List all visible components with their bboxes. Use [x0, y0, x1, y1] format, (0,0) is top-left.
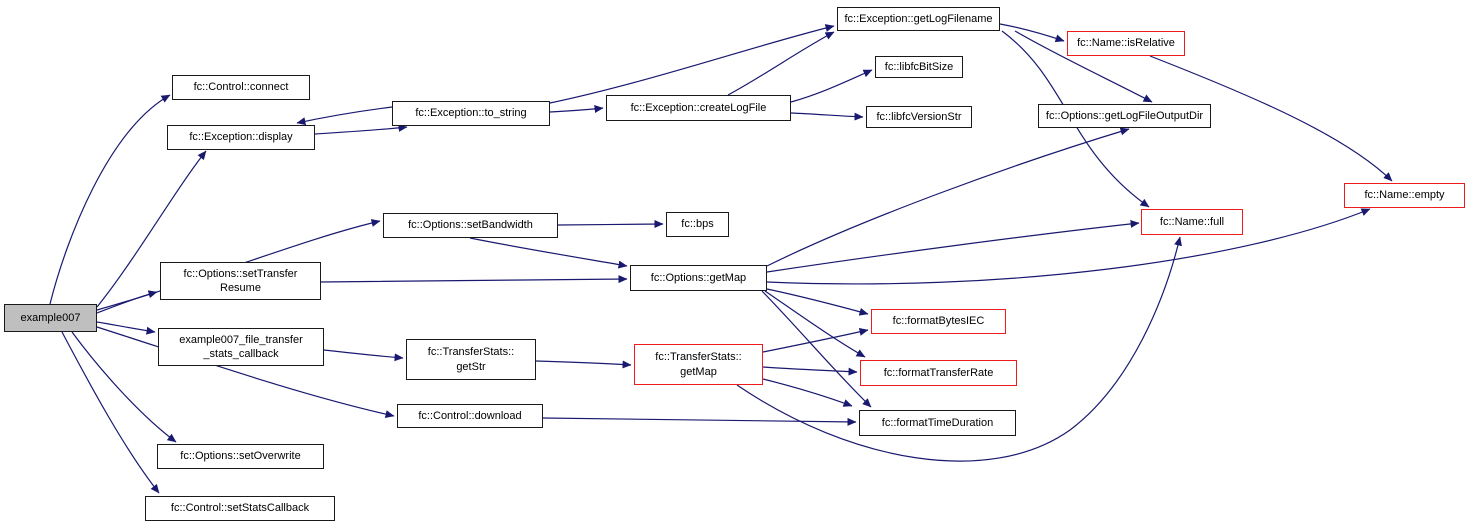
node-fc-exception-display[interactable]: fc::Exception::display — [167, 125, 315, 150]
node-fc-formattransferrate[interactable]: fc::formatTransferRate — [860, 360, 1017, 386]
node-example007-file-transfer-stats-callback[interactable]: example007_file_transfer _stats_callback — [158, 328, 324, 366]
node-fc-name-empty[interactable]: fc::Name::empty — [1344, 183, 1465, 208]
node-fc-libfcversionstr[interactable]: fc::libfcVersionStr — [866, 106, 972, 128]
edge-to-string-getLogFilename — [549, 24, 835, 104]
edge-setBandwidth-bps — [557, 220, 664, 229]
edge-getLogFilename-getLogFileOutputDir — [1014, 30, 1153, 103]
edge-example007-setStatsCallback — [61, 331, 160, 494]
node-fc-options-getlogfileoutputdir[interactable]: fc::Options::getLogFileOutputDir — [1038, 104, 1211, 128]
edge-createLogFile-getLogFilename — [727, 31, 835, 96]
edge-transferstats-getMap-formatTransferRate — [762, 366, 858, 376]
node-fc-options-settransferresume[interactable]: fc::Options::setTransfer Resume — [160, 262, 321, 300]
edge-options-getMap-formatTransferRate — [764, 290, 866, 358]
edge-setBandwidth-options-getMap — [469, 237, 628, 269]
node-fc-options-setbandwidth[interactable]: fc::Options::setBandwidth — [383, 213, 558, 238]
node-fc-options-getmap[interactable]: fc::Options::getMap — [630, 265, 767, 291]
node-fc-name-isrelative[interactable]: fc::Name::isRelative — [1067, 31, 1185, 56]
edge-stats-callback-getStr — [323, 349, 404, 362]
node-fc-formatbytesiec[interactable]: fc::formatBytesIEC — [871, 309, 1006, 334]
edge-example007-connect — [49, 94, 171, 305]
edge-options-getMap-formatTimeDuration — [761, 290, 872, 408]
edge-example007-setOverwrite — [71, 331, 177, 443]
edge-isRelative-empty — [1149, 55, 1393, 182]
node-fc-control-download[interactable]: fc::Control::download — [397, 404, 543, 428]
edge-getLogFilename-isRelative — [999, 23, 1065, 43]
node-fc-exception-to-string[interactable]: fc::Exception::to_string — [392, 101, 550, 126]
node-fc-transferstats-getstr[interactable]: fc::TransferStats:: getStr — [406, 339, 536, 380]
edge-to-string-createLogFile — [549, 105, 604, 113]
node-fc-control-connect[interactable]: fc::Control::connect — [172, 75, 310, 100]
node-fc-libfcbitsize[interactable]: fc::libfcBitSize — [875, 56, 963, 78]
node-fc-exception-createlogfile[interactable]: fc::Exception::createLogFile — [606, 95, 791, 121]
edge-createLogFile-libfcVersionStr — [790, 112, 864, 121]
edge-setTransferResume-options-getMap — [320, 275, 628, 284]
edge-transferstats-getMap-full — [736, 236, 1182, 462]
edge-example007-setTransferResume — [96, 290, 158, 314]
edge-transferstats-getMap-formatBytesIEC — [762, 327, 869, 353]
edge-options-getMap-formatBytesIEC — [766, 288, 869, 316]
node-fc-options-setoverwrite[interactable]: fc::Options::setOverwrite — [157, 444, 324, 469]
edge-options-getMap-getLogFileOutputDir — [766, 127, 1130, 267]
node-fc-name-full[interactable]: fc::Name::full — [1141, 209, 1243, 235]
edge-example007-display — [96, 150, 207, 308]
edge-createLogFile-libfcBitSize — [790, 69, 873, 103]
node-example007: example007 — [4, 304, 97, 332]
edge-display-to-string — [314, 123, 408, 135]
node-fc-transferstats-getmap[interactable]: fc::TransferStats:: getMap — [634, 344, 763, 385]
edge-download-formatTimeDuration — [542, 417, 857, 426]
edge-to-string-display — [296, 106, 393, 126]
edge-options-getMap-full — [766, 219, 1140, 273]
edge-transferstats-getMap-formatTimeDuration — [762, 378, 853, 407]
node-fc-formattimeduration[interactable]: fc::formatTimeDuration — [859, 410, 1016, 436]
edge-example007-stats-callback — [96, 321, 156, 335]
edge-options-getMap-empty — [766, 208, 1371, 285]
edge-getStr-transferstats-getMap — [535, 360, 632, 369]
node-fc-exception-getlogfilename[interactable]: fc::Exception::getLogFilename — [837, 7, 1000, 31]
node-fc-bps[interactable]: fc::bps — [666, 212, 729, 237]
node-fc-control-setstatscallback[interactable]: fc::Control::setStatsCallback — [145, 496, 335, 521]
edge-example007-download — [96, 326, 395, 419]
